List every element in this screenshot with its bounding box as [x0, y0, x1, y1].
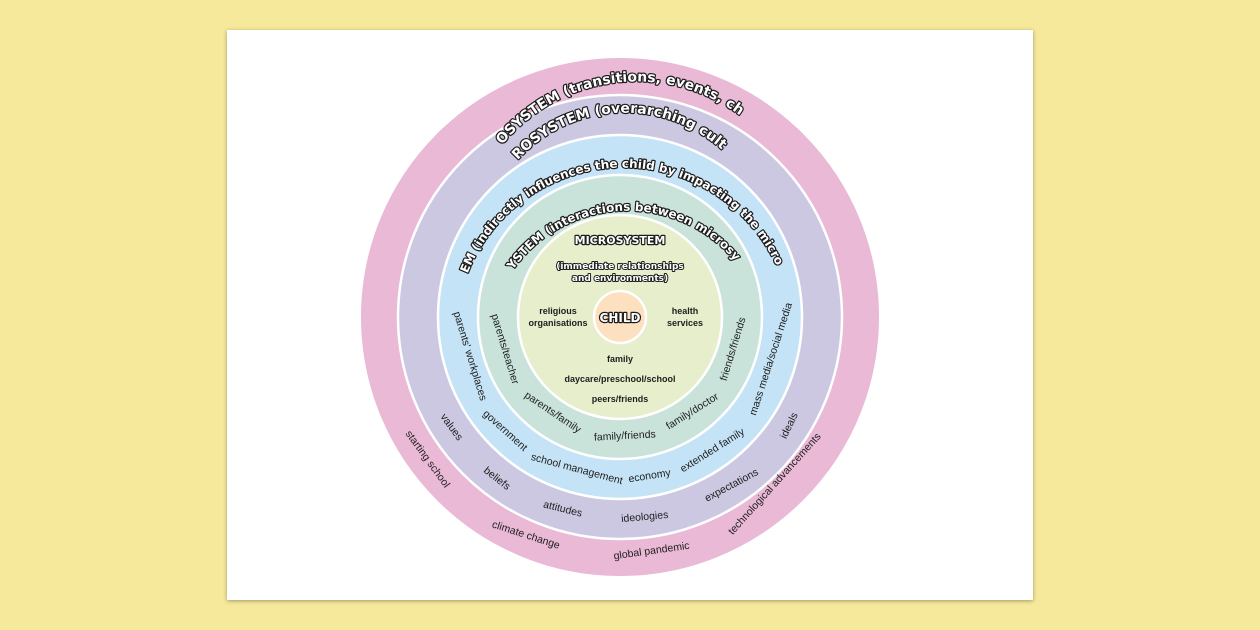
mesosystem-item: family/friends	[594, 428, 656, 443]
microsystem-item: health	[672, 306, 699, 316]
ecological-systems-diagram: CHRONOSYSTEM (transitions, events, chang…	[227, 30, 881, 578]
microsystem-item: daycare/preschool/school	[564, 374, 675, 384]
child-circle	[592, 289, 648, 345]
microsystem-title: MICROSYSTEM	[575, 234, 666, 247]
microsystem-subtitle: and environments)	[572, 274, 668, 284]
microsystem-item: religious	[539, 306, 577, 316]
microsystem-item: organisations	[528, 318, 587, 328]
microsystem-item: family	[607, 354, 633, 364]
microsystem-item: services	[667, 318, 703, 328]
macrosystem-item: ideologies	[621, 509, 669, 525]
diagram-card: CHRONOSYSTEM (transitions, events, chang…	[227, 30, 1033, 600]
microsystem-item: peers/friends	[592, 394, 649, 404]
microsystem-subtitle: (immediate relationships	[556, 262, 684, 272]
child-label: CHILD	[600, 311, 641, 325]
